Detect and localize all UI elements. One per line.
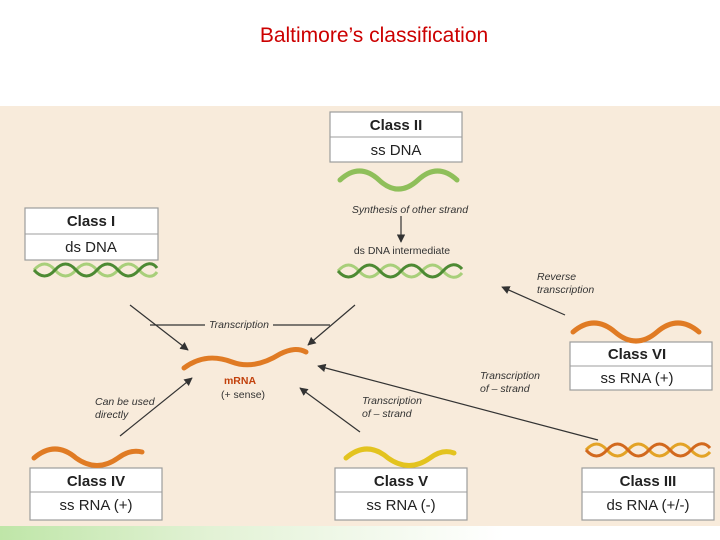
intermediate-label: ds DNA intermediate [354,245,450,257]
class-iv-title: Class IV [67,473,125,490]
arrow-transcription-class-iii [317,363,599,441]
transcription-label: Transcription [209,319,269,331]
ds-dna-helix-class-i [32,262,159,278]
mrna-sense-label: (+ sense) [221,389,265,401]
class-vi-title: Class VI [608,346,666,363]
class-vi-box: Class VI ss RNA (+) [569,341,713,391]
class-iv-box: Class IV ss RNA (+) [29,467,163,521]
class-vi-genome: ss RNA (+) [601,370,674,387]
class-i-genome: ds DNA [65,239,117,256]
reverse-label-line2: transcription [537,284,594,296]
synthesis-label: Synthesis of other strand [352,204,469,216]
class-ii-genome: ss DNA [371,142,422,159]
class-v-title: Class V [374,473,428,490]
class-iii-title: Class III [620,473,677,490]
arrow-transcription-class-v [299,387,361,433]
class-iv-genome: ss RNA (+) [60,497,133,514]
ds-rna-helix-class-iii [584,442,712,458]
ss-dna-strand [337,168,460,192]
mrna-strand [181,347,309,371]
direct-use-label-line2: directly [95,409,129,421]
transcription-v-label-line1: Transcription [362,395,422,407]
arrow-direct-use [119,377,193,437]
arrow-transcription-class-i [129,304,189,351]
class-iii-box: Class III ds RNA (+/-) [581,467,715,521]
transcription-iii-label-line2: of – strand [480,383,531,395]
transcription-iii-label-line1: Transcription [480,370,540,382]
ds-dna-helix-intermediate [336,263,464,279]
direct-use-label-line1: Can be used [95,396,156,408]
class-i-title: Class I [67,213,115,230]
class-ii-box: Class II ss DNA [329,111,463,163]
ss-rna-strand-class-v [343,446,457,468]
ss-rna-strand-class-iv [31,446,145,468]
reverse-label-line1: Reverse [537,271,576,283]
ss-rna-strand-class-vi [570,320,702,344]
bottom-strip [0,526,720,540]
class-ii-title: Class II [370,117,423,134]
mrna-label: mRNA [224,375,257,387]
arrow-reverse-transcription [501,286,566,316]
class-iii-genome: ds RNA (+/-) [607,497,690,514]
class-v-box: Class V ss RNA (-) [334,467,468,521]
class-i-box: Class I ds DNA [24,207,159,261]
transcription-v-label-line2: of – strand [362,408,413,420]
class-v-genome: ss RNA (-) [366,497,435,514]
page-title: Baltimore’s classification [259,24,489,47]
arrow-transcription-intermediate [307,304,356,346]
